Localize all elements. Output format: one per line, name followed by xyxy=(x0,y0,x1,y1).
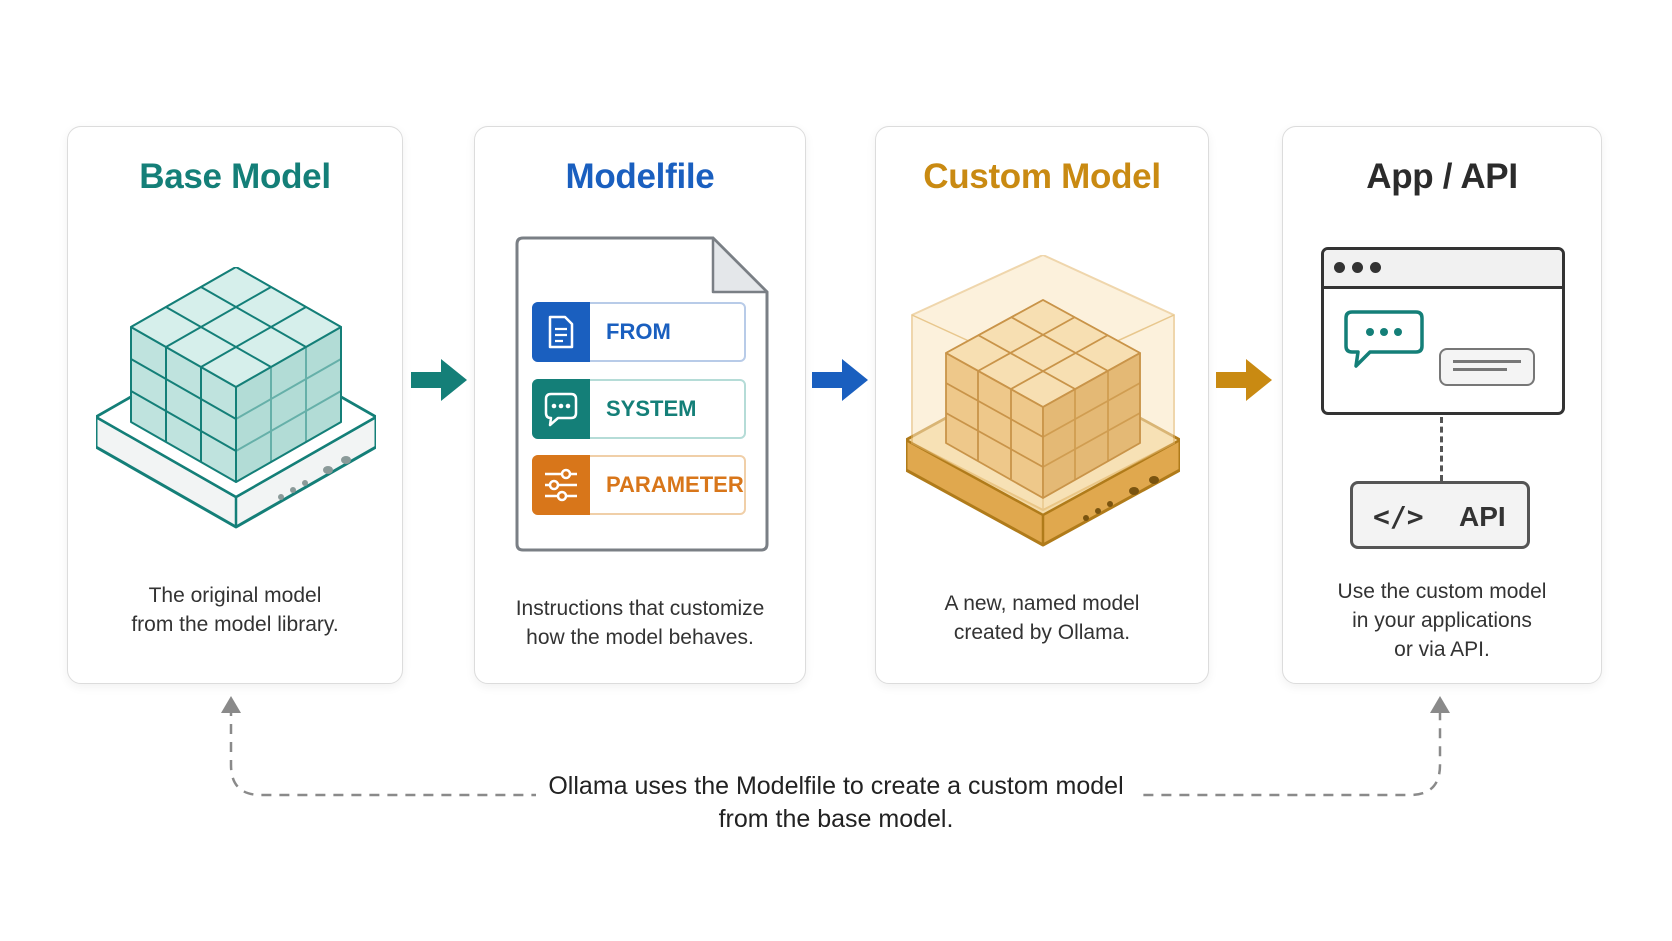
instruction-row-from: FROM xyxy=(532,302,746,362)
modelfile-title: Modelfile xyxy=(565,157,715,196)
custom-model-title: Custom Model xyxy=(923,157,1161,196)
teal-cube-stack-icon xyxy=(96,267,376,529)
modelfile-description: Instructions that customize how the mode… xyxy=(515,597,765,649)
app-api-description: Use the custom model in your application… xyxy=(1337,580,1547,661)
arrow-right-icon xyxy=(812,359,868,401)
caption-line-1: Ollama uses the Modelfile to create a cu… xyxy=(536,770,1136,803)
instruction-label-from: FROM xyxy=(606,319,671,344)
chat-bubble-icon xyxy=(1344,310,1424,368)
base-model-title: Base Model xyxy=(139,157,331,196)
instruction-label-parameter: PARAMETER xyxy=(606,472,744,497)
app-window-icon xyxy=(1321,247,1565,415)
code-icon: </> xyxy=(1373,500,1424,533)
instruction-label-system: SYSTEM xyxy=(606,396,697,421)
loop-arrowhead-right xyxy=(1430,696,1450,713)
file-text-icon xyxy=(548,315,574,349)
document-icon: FROM SYSTEM PARAMETER xyxy=(511,234,771,554)
window-api-connector xyxy=(1440,417,1443,481)
sliders-icon xyxy=(545,468,577,502)
caption-line-2: from the base model. xyxy=(706,803,966,836)
chat-bubble-icon xyxy=(544,392,578,427)
window-dot-icon xyxy=(1334,262,1345,273)
window-dot-icon xyxy=(1370,262,1381,273)
api-label: API xyxy=(1459,501,1506,532)
gold-cube-stack-icon xyxy=(906,255,1180,547)
loop-arrowhead-left xyxy=(221,696,241,713)
instruction-row-system: SYSTEM xyxy=(532,379,746,439)
instruction-row-parameter: PARAMETER xyxy=(532,455,746,515)
app-api-title: App / API xyxy=(1366,157,1518,196)
custom-model-card: Custom Model A new, named model created … xyxy=(875,126,1209,684)
app-api-card: App / API </> API Use the custom model i… xyxy=(1282,126,1602,684)
window-dot-icon xyxy=(1352,262,1363,273)
process-caption: Ollama uses the Modelfile to create a cu… xyxy=(0,770,1672,836)
custom-model-description: A new, named model created by Ollama. xyxy=(944,592,1140,644)
arrow-right-icon xyxy=(411,359,467,401)
arrow-right-icon xyxy=(1216,359,1272,401)
base-model-card: Base Model The original model from the m… xyxy=(67,126,403,684)
response-bubble xyxy=(1439,348,1535,386)
base-model-description: The original model from the model librar… xyxy=(131,584,339,636)
window-titlebar xyxy=(1324,250,1562,289)
api-badge: </> API xyxy=(1350,481,1530,549)
modelfile-card: Modelfile FROM SYSTEM xyxy=(474,126,806,684)
